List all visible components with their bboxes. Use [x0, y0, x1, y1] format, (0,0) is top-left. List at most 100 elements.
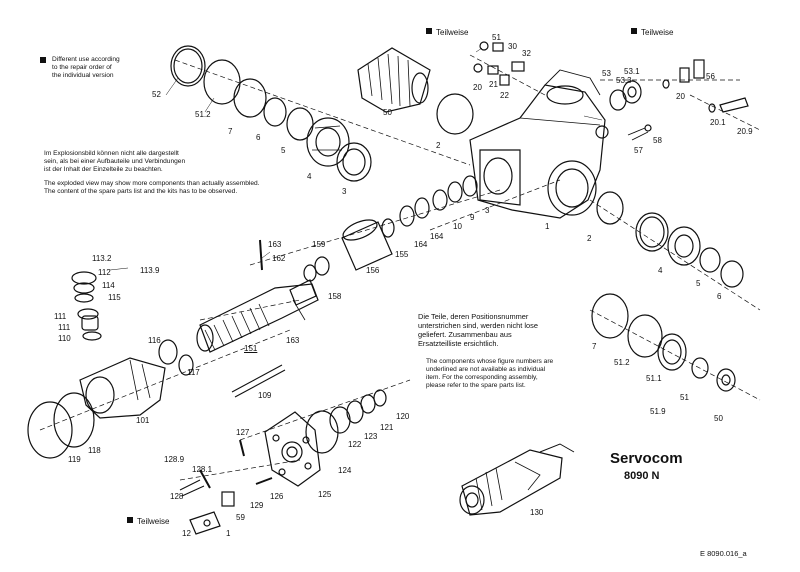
note-line: the individual version [52, 72, 114, 79]
note-line: underlined are not available as individu… [426, 366, 546, 373]
part-label: 109 [258, 391, 272, 400]
part-label: 159 [312, 240, 326, 249]
partial-label: Teilweise [641, 28, 674, 37]
part-label: 120 [396, 412, 410, 421]
part-label: 51.2 [195, 110, 211, 119]
part-label: 51 [492, 33, 501, 42]
part-label: 53.3 [616, 76, 632, 85]
ring-stack-right [596, 191, 744, 288]
housing-cover-101 [79, 339, 194, 419]
part-label: 6 [717, 292, 722, 301]
part-label: 58 [653, 136, 662, 145]
part-label: 21 [489, 80, 498, 89]
note-line: The components whose figure numbers are [426, 358, 554, 365]
note-line: The exploded view may show more componen… [44, 180, 260, 187]
part-label: 51 [680, 393, 689, 402]
part-label: 9 [470, 213, 475, 222]
part-label: 119 [68, 455, 81, 464]
note-line: to the repair order of [52, 64, 112, 71]
part-label: 163 [286, 336, 300, 345]
part-label: 53.1 [624, 67, 640, 76]
part-label: 5 [696, 279, 701, 288]
note-underlined-en: The components whose figure numbers are … [426, 358, 553, 390]
partial-label: Teilweise [436, 28, 469, 37]
part-label: 111 [54, 312, 67, 321]
part-label: 111 [58, 323, 71, 332]
note-line: Im Explosionsbild können nicht alle darg… [44, 150, 179, 157]
ring-stack-right-lower [591, 293, 736, 392]
part-label: 50 [714, 414, 723, 423]
note-exploded-view: Im Explosionsbild können nicht alle darg… [44, 150, 299, 196]
part-label: 122 [348, 440, 362, 449]
part-label: 6 [256, 133, 261, 142]
part-label: 53 [602, 69, 611, 78]
part-label: 56 [706, 72, 715, 81]
part-label: 51.2 [614, 358, 630, 367]
part-label: 51.9 [650, 407, 666, 416]
part-label: 57 [634, 146, 643, 155]
leader-lines [109, 47, 603, 271]
note-line: Ersatzteilliste ersichtlich. [418, 339, 499, 348]
part-label: 2 [436, 141, 441, 150]
part-label: 59 [236, 513, 245, 522]
sleeve-156 [341, 219, 393, 271]
part-label: 7 [592, 342, 597, 351]
part-label: 2 [587, 234, 592, 243]
bearing-top [306, 117, 372, 182]
part-label: 101 [136, 416, 150, 425]
part-label: 22 [500, 91, 509, 100]
ring-series-middle [381, 175, 478, 238]
part-label: 128.9 [164, 455, 185, 464]
note-line: sein, als bei einer Aufbauteile und Verb… [44, 158, 186, 165]
part-label: 32 [522, 49, 531, 58]
document-code: E 8090.016_a [700, 549, 747, 558]
note-line: geliefert. Zusammenbau aus [418, 330, 512, 339]
part-label: 20.1 [710, 118, 726, 127]
note-line: ist der Inhalt der Einzelteile zu beacht… [44, 166, 163, 173]
main-housing [469, 69, 609, 219]
part-label: 113.9 [140, 266, 160, 275]
part-label: 5 [281, 146, 286, 155]
part-label: 3 [342, 187, 347, 196]
part-label: 162 [272, 254, 286, 263]
part-label: 114 [102, 281, 115, 290]
part-label: 51.1 [646, 374, 662, 383]
product-title: Servocom [610, 450, 683, 467]
part-label: 116 [148, 336, 161, 345]
rings-159-158 [303, 256, 330, 282]
part-label: 3 [485, 206, 490, 215]
valve-parts-left [71, 271, 102, 341]
part-label: 164 [414, 240, 428, 249]
product-model: 8090 N [624, 470, 660, 482]
note-line: Die Teile, deren Positionsnummer [418, 312, 529, 321]
part-label: 123 [364, 432, 378, 441]
screws-bottom [179, 439, 273, 535]
part-label: 115 [108, 293, 121, 302]
note-different-use: Different use according to the repair or… [52, 56, 120, 80]
note-line: unterstrichen sind, werden nicht lose [418, 321, 538, 330]
part-label: 128 [170, 492, 184, 501]
note-line: please refer to the spare parts list. [426, 382, 526, 389]
part-label: 128.1 [192, 465, 213, 474]
part-label: 20 [676, 92, 685, 101]
part-label: 10 [453, 222, 462, 231]
part-label: 158 [328, 292, 342, 301]
part-label: 1 [545, 222, 550, 231]
partial-markers [40, 28, 637, 523]
part-label: 130 [530, 508, 544, 517]
part-label: 20.9 [737, 127, 753, 136]
part-label: 113.2 [92, 254, 112, 263]
flange-125 [264, 411, 321, 487]
assembly-axis-lines [39, 54, 761, 481]
part-label: 117 [187, 368, 200, 377]
part-label: 1 [226, 529, 231, 538]
note-underlined-de: Die Teile, deren Positionsnummer unterst… [418, 312, 538, 348]
part-label: 52 [152, 90, 161, 99]
part-label: 12 [182, 529, 191, 538]
part-label: 163 [268, 240, 282, 249]
part-label: 20 [473, 83, 482, 92]
part-label: 126 [270, 492, 284, 501]
part-label: 4 [307, 172, 312, 181]
ring-set-top-left [170, 45, 314, 141]
